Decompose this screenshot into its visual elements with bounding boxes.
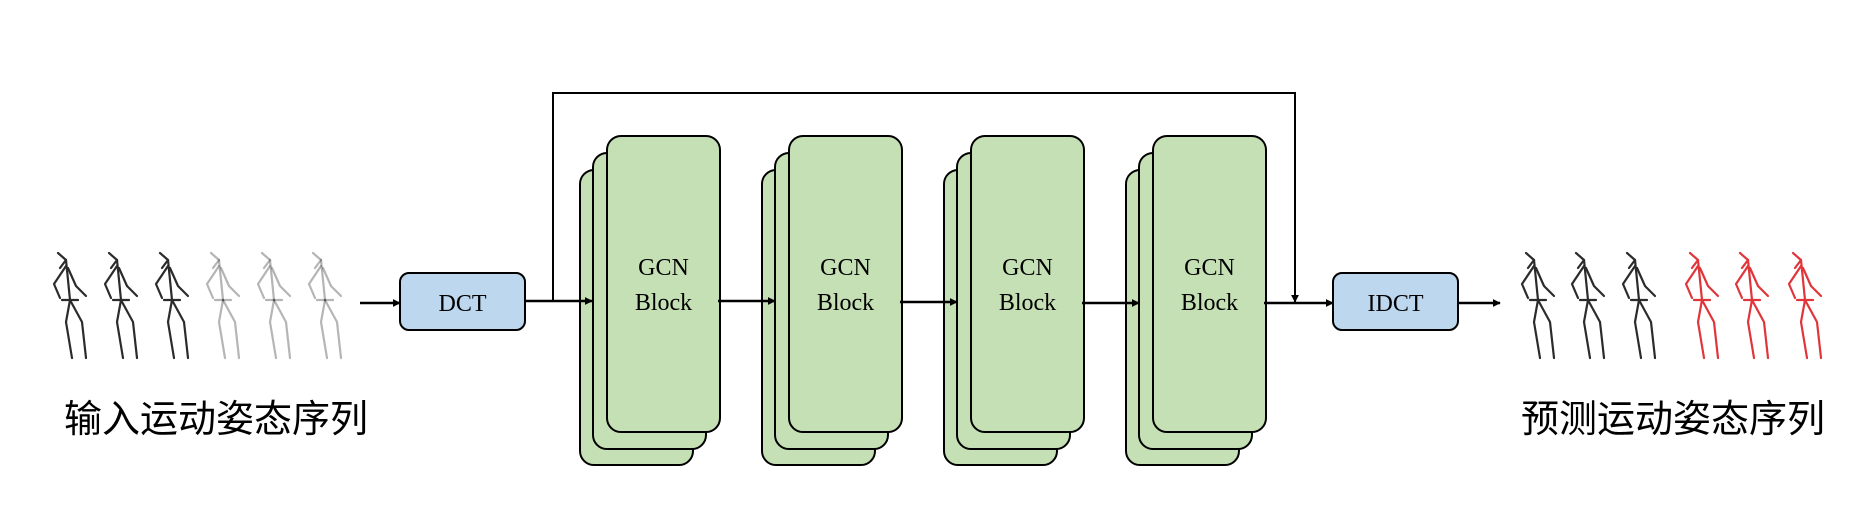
input-pose-figure	[154, 251, 190, 360]
gcn-block-label-line2: Block	[817, 290, 874, 316]
idct-box: IDCT	[1332, 272, 1459, 331]
gcn-block-3: GCN Block	[943, 135, 1085, 466]
gcn-block-2: GCN Block	[761, 135, 903, 466]
input-pose-figure	[205, 251, 241, 360]
input-pose-figure	[307, 251, 343, 360]
gcn-block-label-line1: GCN	[1184, 255, 1235, 281]
gcn-block-card	[788, 135, 903, 433]
input-pose-sequence	[52, 251, 343, 360]
gcn-block-label-line2: Block	[635, 290, 692, 316]
output-caption: 预测运动姿态序列	[1521, 397, 1825, 441]
dct-box: DCT	[399, 272, 526, 331]
gcn-block-card	[970, 135, 1085, 433]
gcn-block-card	[606, 135, 721, 433]
gcn-block-label-line1: GCN	[820, 255, 871, 281]
output-pose-figure	[1520, 251, 1556, 360]
input-caption: 输入运动姿态序列	[64, 397, 368, 441]
idct-label: IDCT	[1368, 291, 1424, 317]
gcn-block-1: GCN Block	[579, 135, 721, 466]
input-pose-figure	[52, 251, 88, 360]
skip-connection	[552, 92, 1299, 303]
gcn-block-label-line1: GCN	[638, 255, 689, 281]
gcn-block-stack: GCN Block GCN Block GCN Block GCN Block	[579, 135, 1267, 466]
output-pose-figure	[1684, 251, 1720, 360]
gcn-block-label-line2: Block	[1181, 290, 1238, 316]
output-pose-figure	[1570, 251, 1606, 360]
input-pose-figure	[256, 251, 292, 360]
output-pose-figure	[1787, 251, 1823, 360]
input-pose-figure	[103, 251, 139, 360]
gcn-block-card	[1152, 135, 1267, 433]
output-pose-figure	[1621, 251, 1657, 360]
gcn-block-label-line1: GCN	[1002, 255, 1053, 281]
output-pose-sequence	[1520, 251, 1823, 360]
output-pose-figure	[1734, 251, 1770, 360]
gcn-block-4: GCN Block	[1125, 135, 1267, 466]
dct-label: DCT	[439, 291, 487, 317]
gcn-block-label-line2: Block	[999, 290, 1056, 316]
